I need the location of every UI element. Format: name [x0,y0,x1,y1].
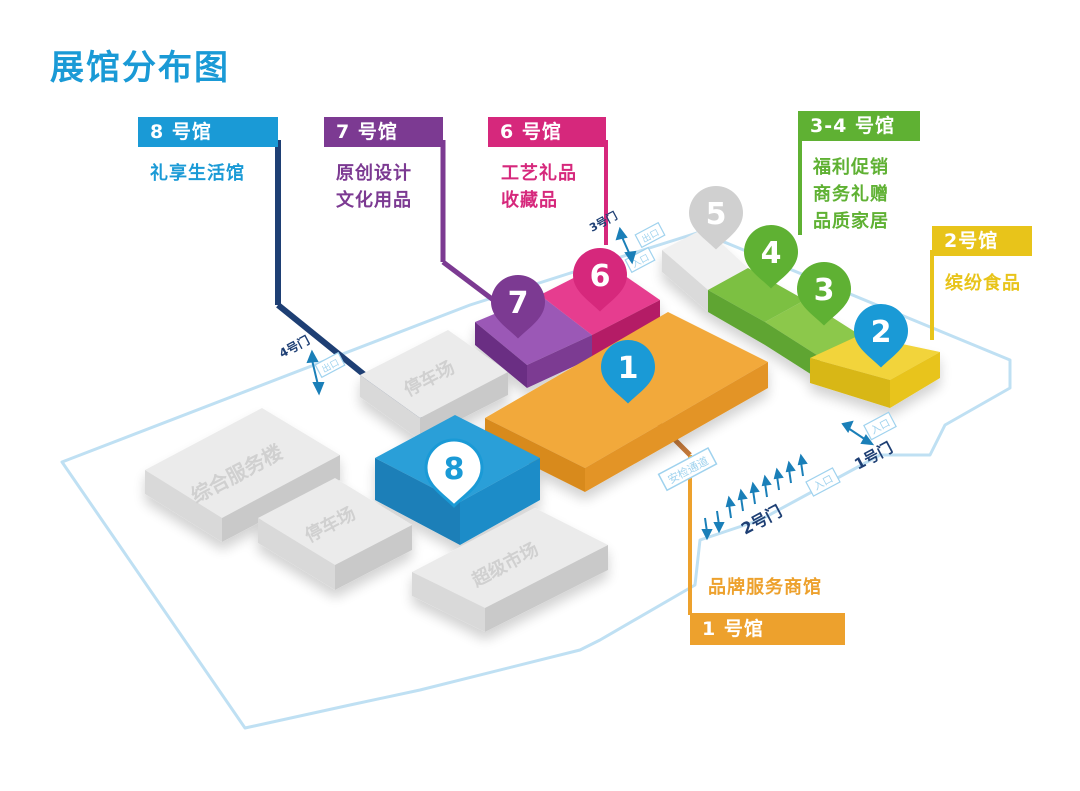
hall-8-tag[interactable]: 8 号馆 [138,117,278,147]
gate-1-label: 1号门 [851,439,895,474]
hall-34-tag[interactable]: 3-4 号馆 [798,111,920,141]
building-parking-bottom [258,478,412,590]
hall-1-description: 品牌服务商馆 [708,574,822,601]
hall-34-line-2: 商务礼赠 [813,184,889,205]
map-pin-label: 5 [706,197,727,232]
hall-7-description: 原创设计 文化用品 [336,160,412,214]
hall-6-line-2: 收藏品 [501,190,558,211]
hall-34-line-3: 品质家居 [813,211,889,232]
gate-4-exit-badge: 出口 [314,351,346,379]
building-service [145,408,340,542]
gate-3-label: 3号门 [587,208,620,234]
gate-3-arrow-icon [615,226,637,265]
hall-8-line-1: 礼享生活馆 [150,163,245,184]
gate-1-entry-badge: 入口 [863,411,897,441]
building-supermarket [412,508,608,632]
map-pin-icon [573,248,627,312]
hall-7-tag[interactable]: 7 号馆 [324,117,443,147]
gate-2-arrows-icon [701,453,808,541]
gate-4-arrow-icon [306,349,325,396]
hall-6-line-1: 工艺礼品 [501,163,577,184]
map-pin-5[interactable]: 5 [689,186,743,250]
hall-3-block [765,300,860,380]
map-pin-icon [744,225,798,289]
map-pin-label: 7 [508,286,529,321]
leader-line-7b [441,260,502,307]
gate-4-label: 4号门 [276,332,312,360]
map-pin-icon [797,262,851,326]
map-pin-icon [491,275,545,339]
map-pin-label: 3 [814,273,835,308]
gate-2-label: 2号门 [738,502,785,539]
hall-4-block [708,268,805,345]
map-pin-icon [424,438,484,508]
hall-7-line-2: 文化用品 [336,190,412,211]
hall-5-block [662,228,748,312]
map-pin-7[interactable]: 7 [491,275,545,339]
map-pin-2[interactable]: 2 [854,304,908,368]
map-pin-label: 6 [590,259,611,294]
hall-8-description: 礼享生活馆 [150,160,245,187]
hall-34-line-1: 福利促销 [813,157,889,178]
gate-2-entry-badge: 入口 [805,467,841,497]
hall-1-tag[interactable]: 1 号馆 [690,613,845,645]
hall-1-line-1: 品牌服务商馆 [708,577,822,598]
map-pin-label: 2 [871,315,892,350]
map-pin-1[interactable]: 1 [601,340,655,404]
map-pin-4[interactable]: 4 [744,225,798,289]
gate-1-arrow-icon [841,420,875,446]
hall-2-line-1: 缤纷食品 [945,273,1021,294]
map-pin-icon [854,304,908,368]
map-pin-8[interactable]: 8 [424,438,484,508]
map-pin-label: 8 [444,452,465,487]
hall-6-tag[interactable]: 6 号馆 [488,117,606,147]
map-pin-label: 1 [618,351,639,386]
page-title: 展馆分布图 [50,48,230,88]
hall-7-line-1: 原创设计 [336,163,412,184]
hall-2-tag[interactable]: 2号馆 [932,226,1032,256]
map-pin-icon [689,186,743,250]
hall-34-description: 福利促销 商务礼赠 品质家居 [813,154,889,235]
map-pin-icon [601,340,655,404]
map-pin-label: 4 [761,236,782,271]
hall-2-description: 缤纷食品 [945,270,1021,297]
map-pin-3[interactable]: 3 [797,262,851,326]
map-pin-6[interactable]: 6 [573,248,627,312]
hall-6-description: 工艺礼品 收藏品 [501,160,577,214]
